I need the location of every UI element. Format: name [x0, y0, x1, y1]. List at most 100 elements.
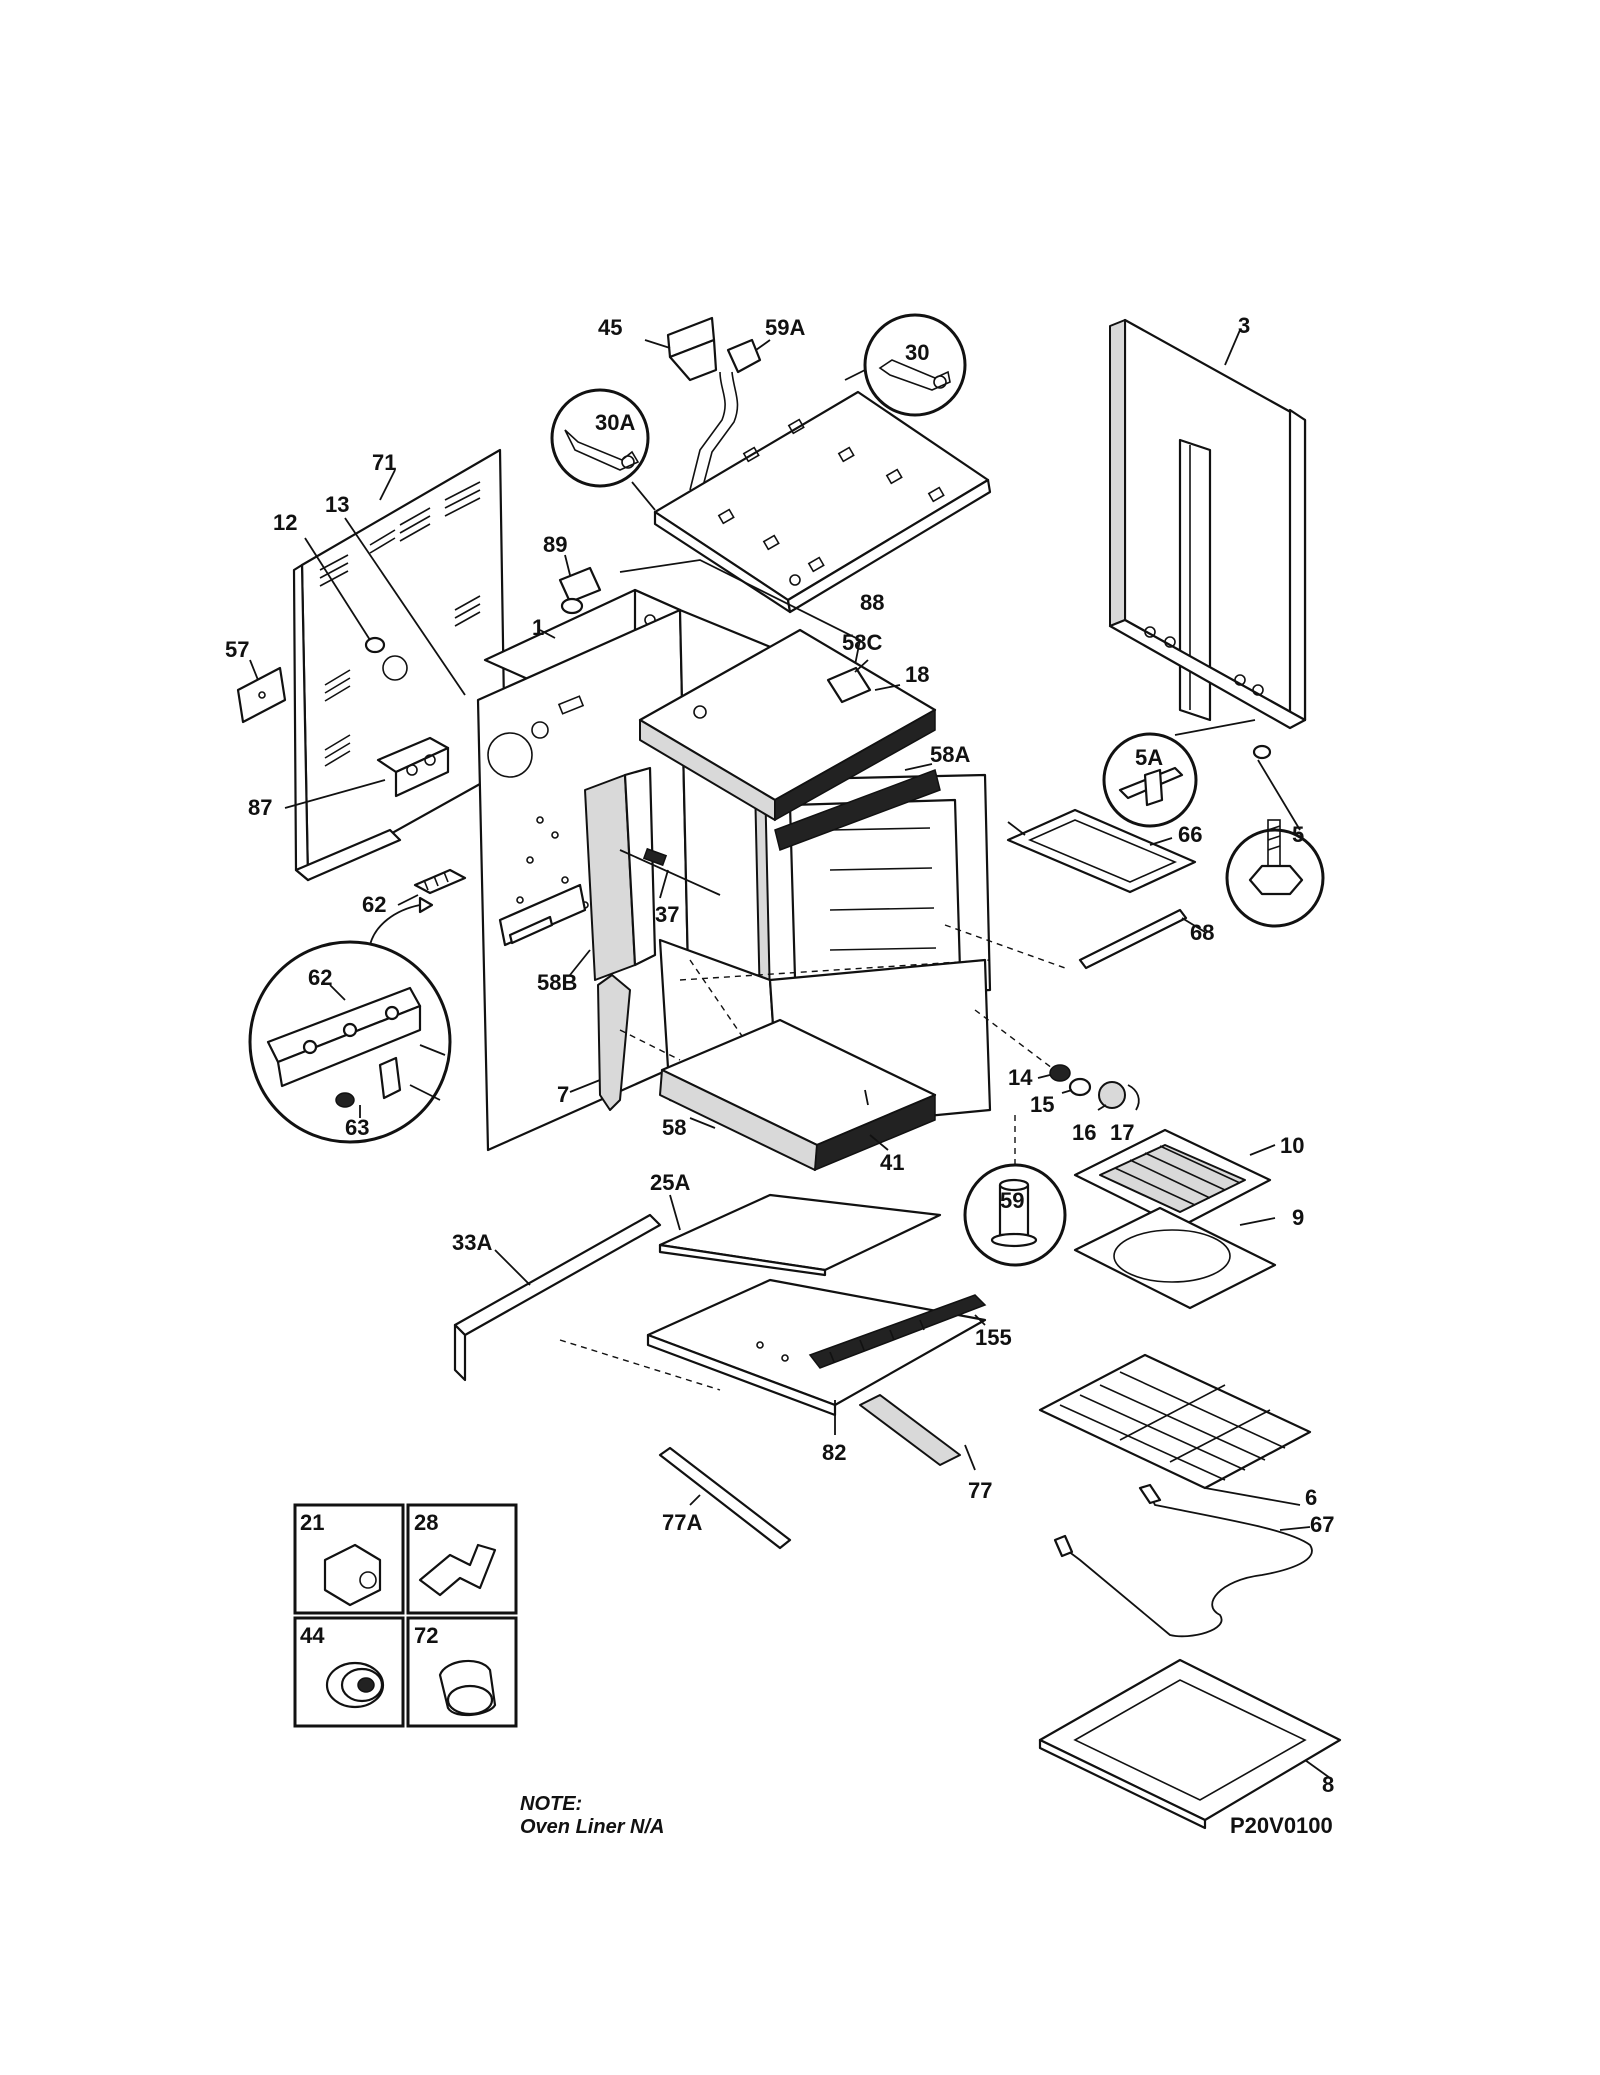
inset-circle-62-63: [248, 896, 452, 1144]
label-13: 13: [325, 492, 349, 517]
part-77A-rail: [658, 1446, 792, 1550]
part-21-clip: [323, 1543, 382, 1607]
label-58C: 58C: [842, 630, 882, 655]
label-89: 89: [543, 532, 567, 557]
part-72-cap: [438, 1659, 497, 1717]
panel-25A: [658, 1193, 942, 1277]
part-89-switch: [558, 554, 602, 615]
label-7: 7: [557, 1082, 569, 1107]
label-5: 5: [1292, 822, 1304, 847]
part-6-oven-rack: [1038, 1353, 1312, 1506]
part-13-wire: [344, 517, 466, 696]
label-5A: 5A: [1135, 745, 1163, 770]
insulation-58B: [569, 766, 657, 981]
label-77A: 77A: [662, 1510, 702, 1535]
inset-circle-30: [844, 313, 967, 417]
label-62-inset: 62: [308, 965, 332, 990]
part-45-bracket: [644, 316, 718, 382]
label-12: 12: [273, 510, 297, 535]
note-heading: NOTE:: [520, 1793, 582, 1815]
part-77-rail: [859, 1394, 976, 1471]
insulation-58A: [774, 763, 941, 851]
part-62-terminal-block: [397, 868, 467, 906]
label-58: 58: [662, 1115, 686, 1140]
label-10: 10: [1280, 1133, 1304, 1158]
label-63: 63: [345, 1115, 369, 1140]
box-part-28: [406, 1503, 518, 1615]
part-57-plate: [236, 659, 287, 724]
label-59A: 59A: [765, 315, 805, 340]
part-8-oven-bottom: [1038, 1658, 1342, 1830]
top-insulation-58C: [638, 628, 937, 822]
side-panel-3: [1108, 318, 1307, 730]
part-17-wire: [1127, 1084, 1140, 1111]
label-3: 3: [1238, 313, 1250, 338]
label-30: 30: [905, 340, 929, 365]
part-15-bulb: [1061, 1077, 1092, 1097]
callout-labels: 45 59A 30 30A 3 71 12 13 89 1 88 58C 18 …: [225, 313, 1334, 1797]
label-25A: 25A: [650, 1170, 690, 1195]
label-67: 67: [1310, 1512, 1334, 1537]
note-text: Oven Liner N/A: [520, 1816, 664, 1838]
label-68: 68: [1190, 920, 1214, 945]
label-58B: 58B: [537, 970, 577, 995]
label-44: 44: [300, 1623, 325, 1648]
label-30A: 30A: [595, 410, 635, 435]
label-66: 66: [1178, 822, 1202, 847]
part-68-bracket: [944, 908, 1206, 970]
label-72: 72: [414, 1623, 438, 1648]
bottom-panel-82: [646, 1278, 987, 1435]
inset-circle-59: [963, 1115, 1067, 1267]
label-77: 77: [968, 1478, 992, 1503]
top-panel: [653, 390, 992, 614]
label-33A: 33A: [452, 1230, 492, 1255]
label-155: 155: [975, 1325, 1012, 1350]
label-1: 1: [532, 615, 544, 640]
label-8: 8: [1322, 1772, 1334, 1797]
label-17: 17: [1110, 1120, 1134, 1145]
inset-circle-30A: [550, 388, 656, 511]
part-59A-tube: [689, 338, 771, 491]
label-45: 45: [598, 315, 622, 340]
part-14-receptacle: [974, 1009, 1071, 1082]
back-panel-71: [292, 448, 507, 882]
part-16-lens: [1097, 1081, 1126, 1111]
part-88-wire: [619, 559, 862, 666]
label-88: 88: [860, 590, 884, 615]
label-18: 18: [905, 662, 929, 687]
diagram-code: P20V0100: [1230, 1813, 1333, 1838]
part-12-screw: [304, 537, 386, 654]
label-16: 16: [1072, 1120, 1096, 1145]
label-21: 21: [300, 1510, 324, 1535]
part-87-bracket: [284, 736, 450, 809]
label-62-upper: 62: [362, 892, 386, 917]
label-15: 15: [1030, 1092, 1054, 1117]
inset-circle-5A: [1102, 719, 1256, 828]
label-59: 59: [1000, 1188, 1024, 1213]
label-87: 87: [248, 795, 272, 820]
label-6: 6: [1305, 1485, 1317, 1510]
part-10-broil-rack: [1073, 1128, 1276, 1229]
label-14: 14: [1008, 1065, 1033, 1090]
label-28: 28: [414, 1510, 438, 1535]
small-parts-grid: [293, 1503, 518, 1728]
label-9: 9: [1292, 1205, 1304, 1230]
bottom-insulation-58: [659, 1018, 937, 1172]
part-66-broil-element: [1006, 808, 1197, 894]
label-82: 82: [822, 1440, 846, 1465]
label-71: 71: [372, 450, 396, 475]
label-58A: 58A: [930, 742, 970, 767]
part-155-rail: [808, 1294, 987, 1369]
part-7-handle: [569, 974, 681, 1111]
label-57: 57: [225, 637, 249, 662]
inset-circle-5: [1225, 744, 1325, 928]
part-28-clip: [418, 1543, 497, 1597]
part-67-bake-element: [1053, 1483, 1313, 1638]
part-9-broil-pan: [1073, 1206, 1277, 1310]
label-37: 37: [655, 902, 679, 927]
dashed-guide: [559, 1339, 721, 1391]
label-41: 41: [880, 1150, 904, 1175]
part-44-bushing: [325, 1661, 385, 1709]
part-37-probe: [619, 847, 721, 899]
